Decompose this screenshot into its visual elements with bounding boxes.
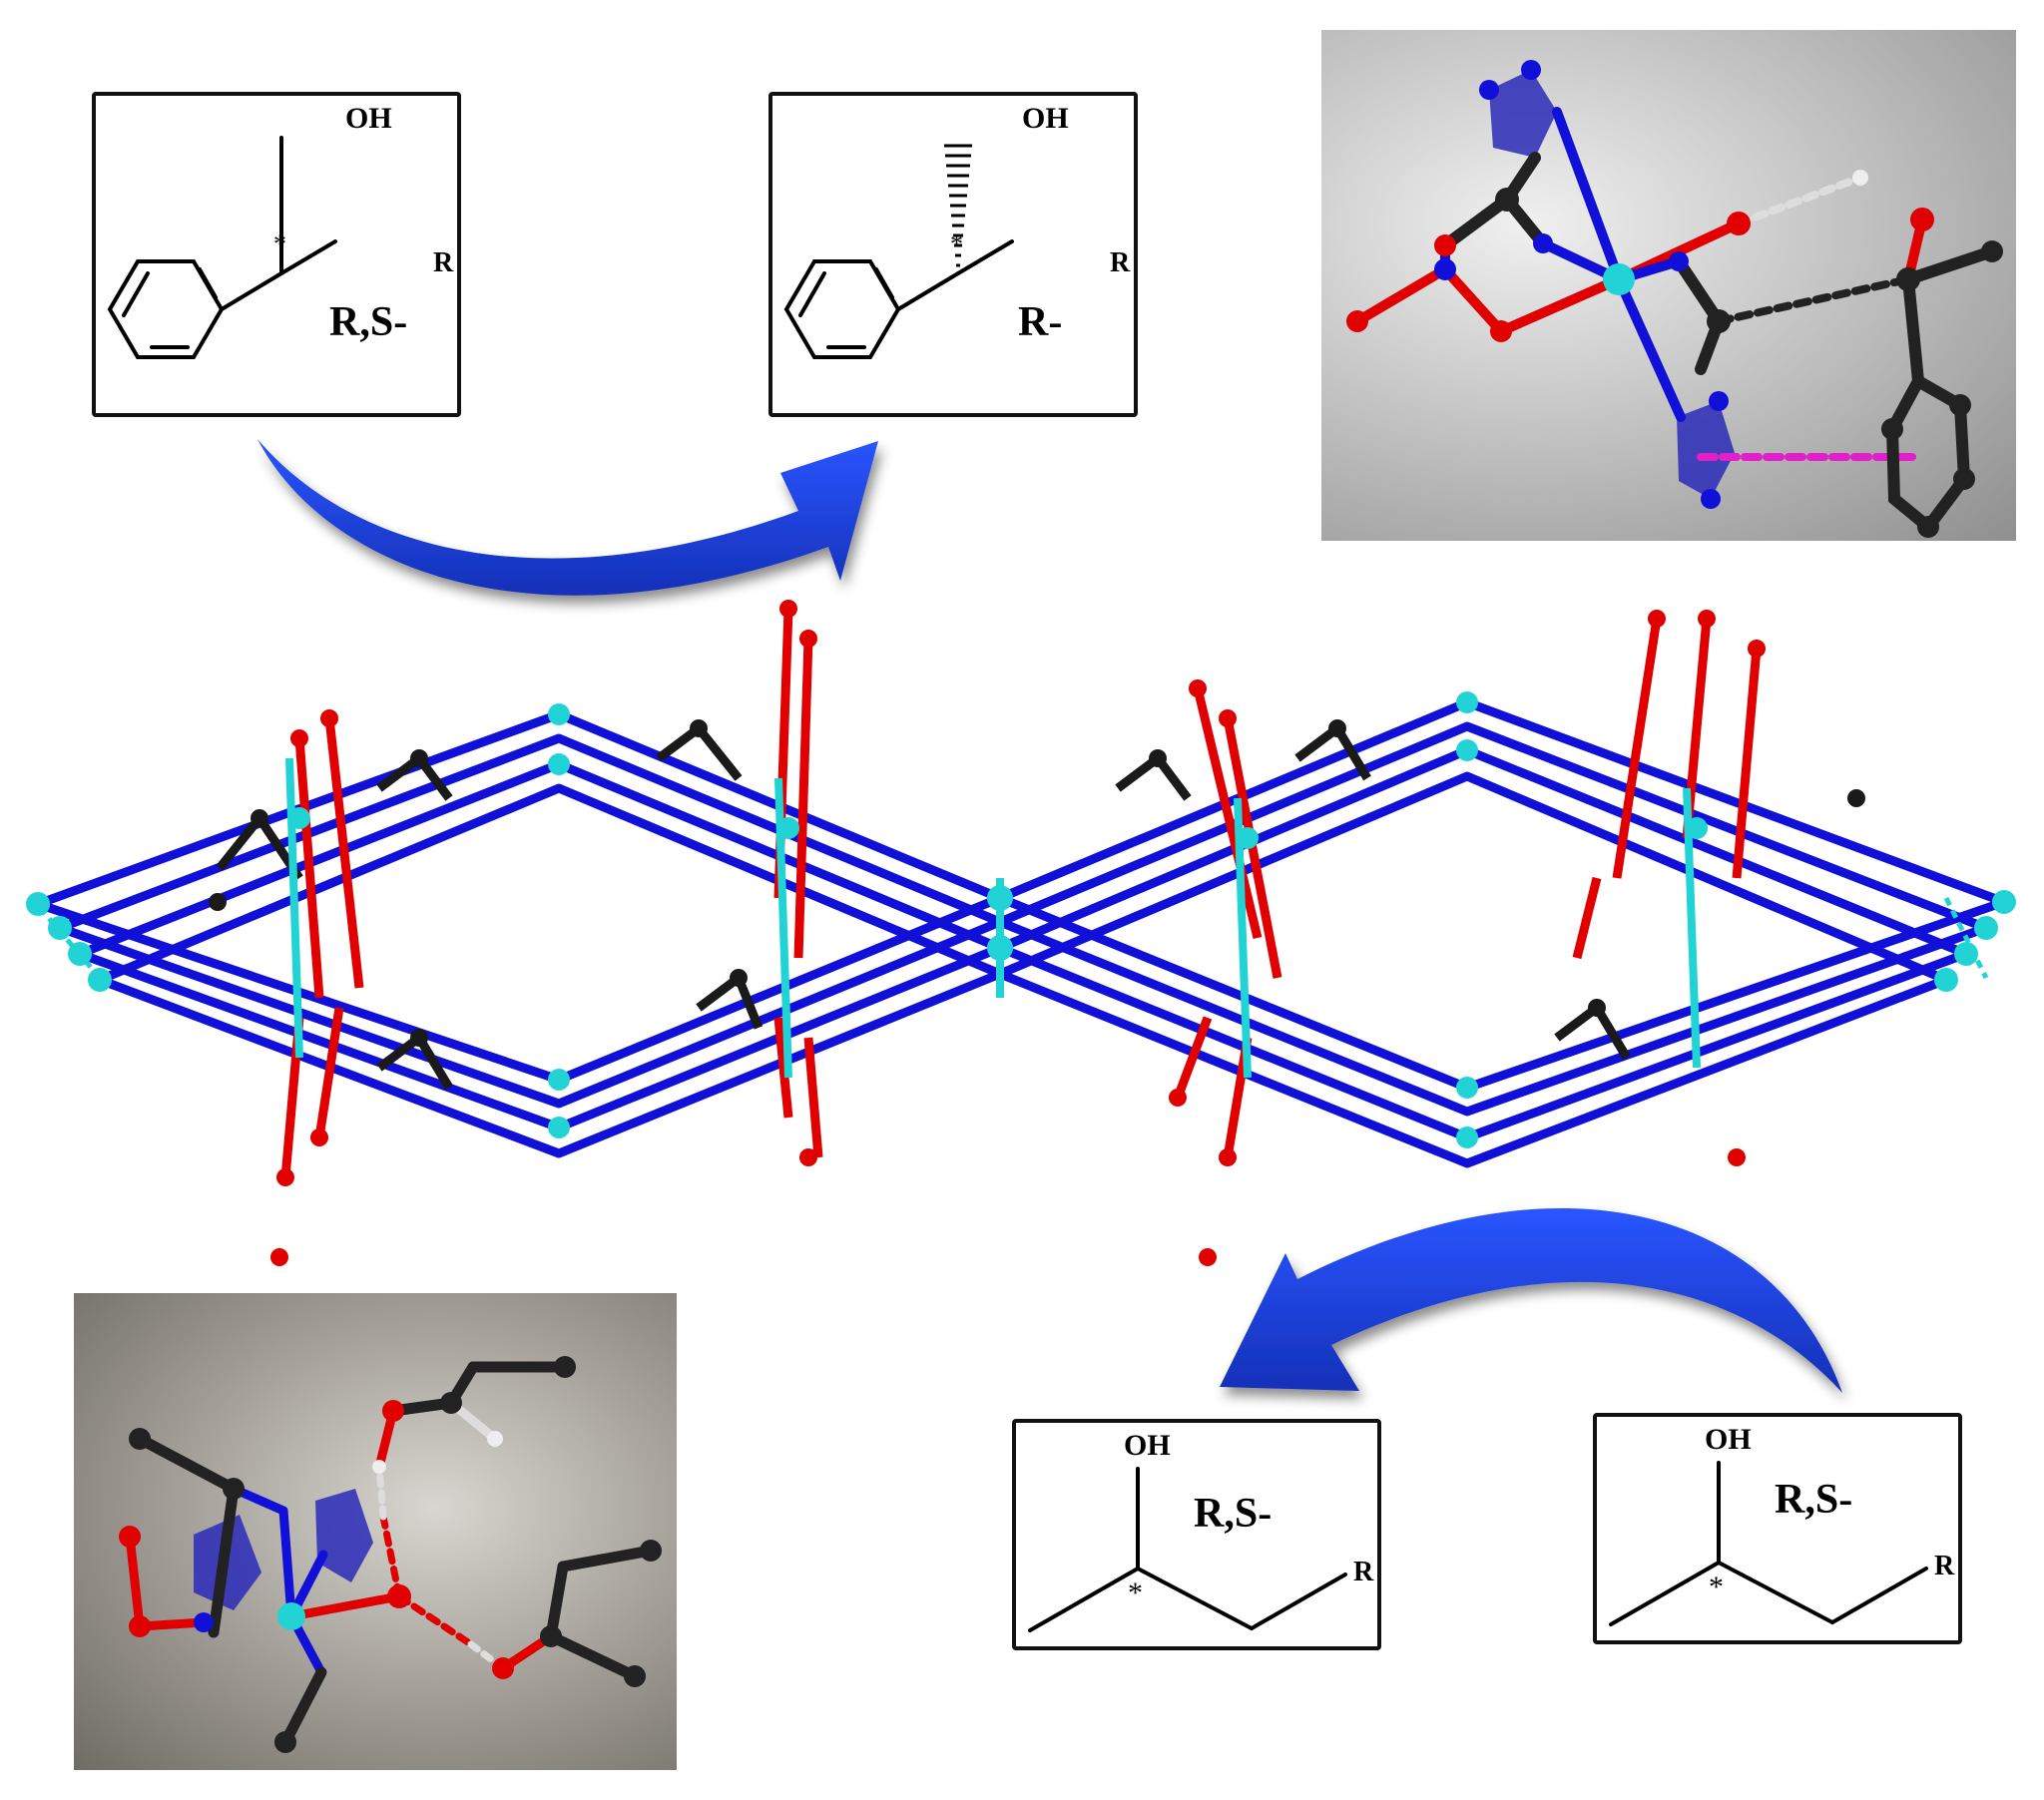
configuration-label: R,S- xyxy=(329,299,408,345)
metal-atom xyxy=(1603,263,1635,295)
stereocenter-star: * xyxy=(950,229,963,258)
linker-layers xyxy=(33,697,2009,1168)
configuration-label: R,S- xyxy=(1194,1491,1273,1537)
stereocenter-star: * xyxy=(273,229,286,258)
binding-model-bottom xyxy=(119,1356,662,1753)
bottom-curved-arrow xyxy=(1220,1207,1842,1393)
configuration-label: R- xyxy=(1018,299,1063,345)
metal-dashed-links xyxy=(38,896,1989,980)
hashed-wedge-bond xyxy=(944,144,972,267)
metal-atoms xyxy=(26,691,2016,1148)
stereocenter-star: * xyxy=(1709,1571,1724,1603)
r-group-label: R xyxy=(1353,1557,1374,1587)
oxygen-atoms xyxy=(270,600,1766,1266)
top-racemate-structure-box: OH * R R,S- xyxy=(92,92,461,417)
top-curved-arrow xyxy=(257,439,878,596)
tetrazole-ring-upper xyxy=(1489,70,1557,158)
oh-label: OH xyxy=(1705,1423,1752,1456)
metal-columns xyxy=(285,757,1701,1079)
phenyl-alcohol-racemate-drawing xyxy=(107,136,337,359)
bottom-left-inset xyxy=(74,1293,677,1770)
top-right-inset xyxy=(1321,30,2016,541)
r-group-label: R xyxy=(1934,1551,1955,1581)
stereocenter-star: * xyxy=(1128,1576,1143,1609)
tetrazole-ring-lower xyxy=(1677,401,1735,499)
oh-label: OH xyxy=(1124,1429,1171,1462)
carbon-fragments xyxy=(216,723,1631,1091)
r-group-label: R xyxy=(1110,247,1131,278)
bottom-racemate-structure-box: OH * R R,S- xyxy=(1593,1413,1962,1644)
binding-model-top xyxy=(1346,60,2003,538)
carbon-atoms xyxy=(209,719,1865,1047)
aliphatic-alcohol-drawing xyxy=(1028,1467,1347,1632)
oh-label: OH xyxy=(1022,102,1069,135)
top-product-structure-box: OH * R R- xyxy=(768,92,1138,417)
aliphatic-alcohol-drawing xyxy=(1609,1461,1928,1626)
phenyl-alcohol-r-product-drawing xyxy=(783,144,1014,359)
nitrate-ligands xyxy=(280,608,1762,1178)
configuration-label: R,S- xyxy=(1775,1477,1853,1523)
r-group-label: R xyxy=(433,247,454,278)
bottom-product-structure-box: OH * R R,S- xyxy=(1012,1419,1381,1650)
oh-label: OH xyxy=(345,102,392,135)
